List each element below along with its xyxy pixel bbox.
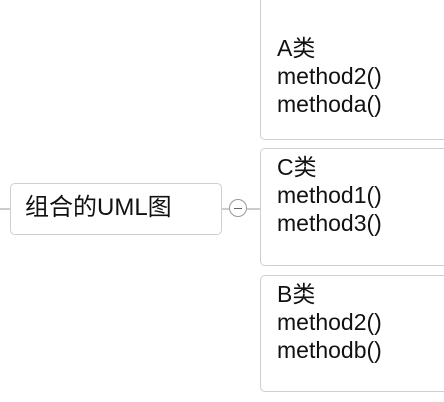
- class-topic-a[interactable]: A类 method2() methoda(): [260, 0, 444, 140]
- class-method: methoda(): [277, 91, 382, 117]
- class-method: method3(): [277, 210, 382, 236]
- class-title: B类: [277, 281, 316, 307]
- class-topic-b[interactable]: B类 method2() methodb(): [260, 275, 444, 392]
- class-method: method2(): [277, 63, 382, 89]
- root-topic[interactable]: 组合的UML图: [10, 183, 222, 235]
- root-topic-label: 组合的UML图: [25, 194, 172, 221]
- class-method: method2(): [277, 309, 382, 335]
- minus-circle-icon[interactable]: [229, 199, 247, 217]
- class-topic-c[interactable]: C类 method1() method3(): [260, 148, 444, 266]
- class-method: method1(): [277, 182, 382, 208]
- class-title: C类: [277, 154, 317, 180]
- class-method: methodb(): [277, 337, 382, 363]
- class-title: A类: [277, 35, 316, 61]
